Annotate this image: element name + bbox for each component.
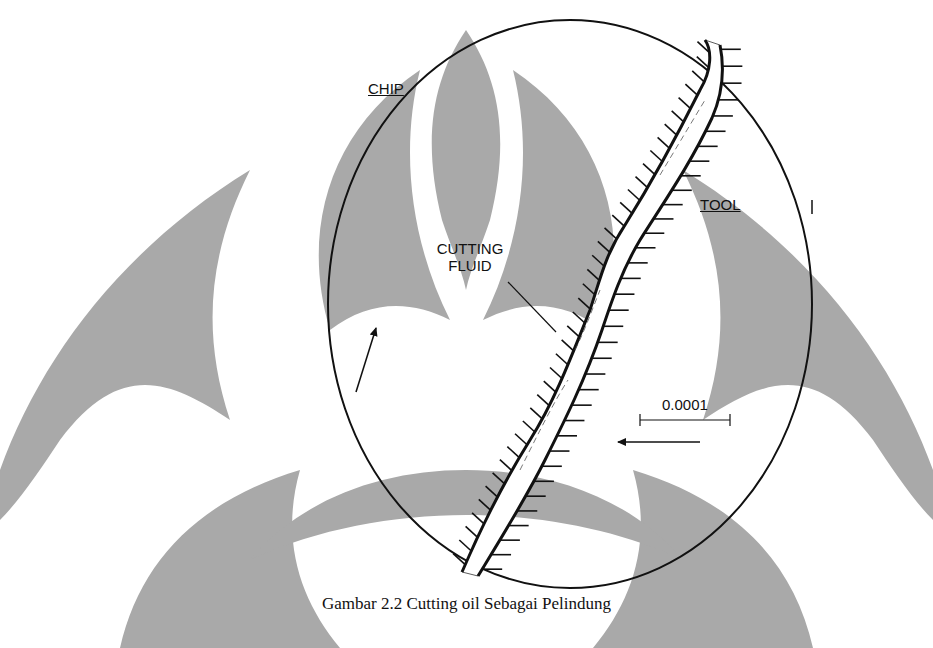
magnifier-circle <box>328 20 812 588</box>
hatch-stroke <box>583 284 595 295</box>
hatch-stroke <box>587 269 599 280</box>
tool-surface <box>478 45 722 576</box>
hatch-stroke <box>685 84 697 95</box>
hatch-stroke <box>578 298 590 309</box>
hatch-stroke <box>500 460 512 471</box>
hatch-stroke <box>486 486 498 497</box>
hatch-stroke <box>614 293 634 295</box>
hatch-stroke <box>592 255 604 266</box>
hatch-stroke <box>612 215 624 226</box>
hatch-stroke <box>681 175 701 177</box>
scale-bar-tick <box>729 414 730 426</box>
hatch-stroke <box>526 495 546 497</box>
hatch-stroke <box>542 465 562 467</box>
hatch-stroke <box>500 539 520 541</box>
hatch-stroke <box>628 262 648 264</box>
scale-bar <box>640 419 730 420</box>
hatch-stroke <box>609 309 629 311</box>
hatch-stroke <box>621 278 641 280</box>
hatch-stroke <box>672 111 684 122</box>
hatch-stroke <box>718 99 738 101</box>
hatch-stroke <box>620 202 632 213</box>
hatch-stroke <box>537 395 549 406</box>
hatch-stroke <box>453 554 465 565</box>
hatch-stroke <box>549 450 569 452</box>
part-label: CHIP <box>368 80 404 97</box>
hatch-stroke <box>697 57 709 68</box>
hatch-stroke <box>628 190 640 201</box>
hatch-stroke <box>698 146 718 148</box>
hatch-stroke <box>517 510 537 512</box>
scale-label: 0.0001 <box>662 396 708 413</box>
hatch-stroke <box>491 554 511 556</box>
hatch-stroke <box>706 130 726 132</box>
chip-flow-arrow <box>356 328 376 392</box>
hatch-stroke <box>663 204 683 206</box>
hatch-stroke <box>459 540 471 551</box>
hatch-stroke <box>721 48 741 50</box>
hatch-stroke <box>603 325 623 327</box>
hatch-stroke <box>672 189 692 191</box>
hatch-stroke <box>665 124 677 135</box>
hatch-stroke <box>713 115 733 117</box>
hatch-stroke <box>550 368 562 379</box>
hatch-stroke <box>562 340 574 351</box>
hatch-stroke <box>605 228 617 239</box>
hatch-stroke <box>643 164 655 175</box>
hatch-stroke <box>523 421 535 432</box>
hatch-stroke <box>658 137 670 148</box>
hatch-stroke <box>598 241 610 252</box>
hatch-stroke <box>493 473 505 484</box>
hatch-stroke <box>572 404 592 406</box>
hatch-stroke <box>573 312 585 323</box>
leader-line <box>508 282 556 332</box>
hatch-stroke <box>722 82 742 84</box>
hatch-stroke <box>636 247 656 249</box>
hatch-stroke <box>509 525 529 527</box>
hatch-stroke <box>650 151 662 162</box>
fluid-streaks <box>520 100 705 470</box>
chip-surface <box>462 40 710 572</box>
hatch-stroke <box>697 42 709 53</box>
cutting-fluid-film <box>462 40 722 576</box>
hatch-stroke <box>515 434 527 445</box>
hatch-stroke <box>585 373 605 375</box>
hatch-stroke <box>564 420 584 422</box>
hatch-stroke <box>556 354 568 365</box>
part-label: CUTTING FLUID <box>430 240 510 275</box>
hatch-stroke <box>557 435 577 437</box>
hatch-stroke <box>679 98 691 109</box>
work-motion-arrow <box>618 441 700 443</box>
figure-caption: Gambar 2.2 Cutting oil Sebagai Pelindung <box>0 594 933 614</box>
hatch-stroke <box>479 499 491 510</box>
part-label: TOOL <box>700 196 741 213</box>
hatch-stroke <box>507 447 519 458</box>
hatch-stroke <box>466 526 478 537</box>
hatch-stroke <box>534 480 554 482</box>
hatch-stroke <box>644 232 664 234</box>
hatch-stroke <box>472 513 484 524</box>
hatch-stroke <box>544 381 556 392</box>
tick-mark <box>811 200 813 214</box>
hatch-stroke <box>482 568 502 570</box>
hatch-stroke <box>653 218 673 220</box>
surface-hatching <box>453 42 742 570</box>
hatch-stroke <box>567 326 579 337</box>
hatch-stroke <box>636 177 648 188</box>
hatch-stroke <box>592 357 612 359</box>
hatch-stroke <box>692 71 704 82</box>
hatch-stroke <box>579 389 599 391</box>
scale-bar-tick <box>639 414 640 426</box>
hatch-stroke <box>722 65 742 67</box>
hatch-stroke <box>689 160 709 162</box>
hatch-stroke <box>598 342 618 344</box>
hatch-stroke <box>530 408 542 419</box>
